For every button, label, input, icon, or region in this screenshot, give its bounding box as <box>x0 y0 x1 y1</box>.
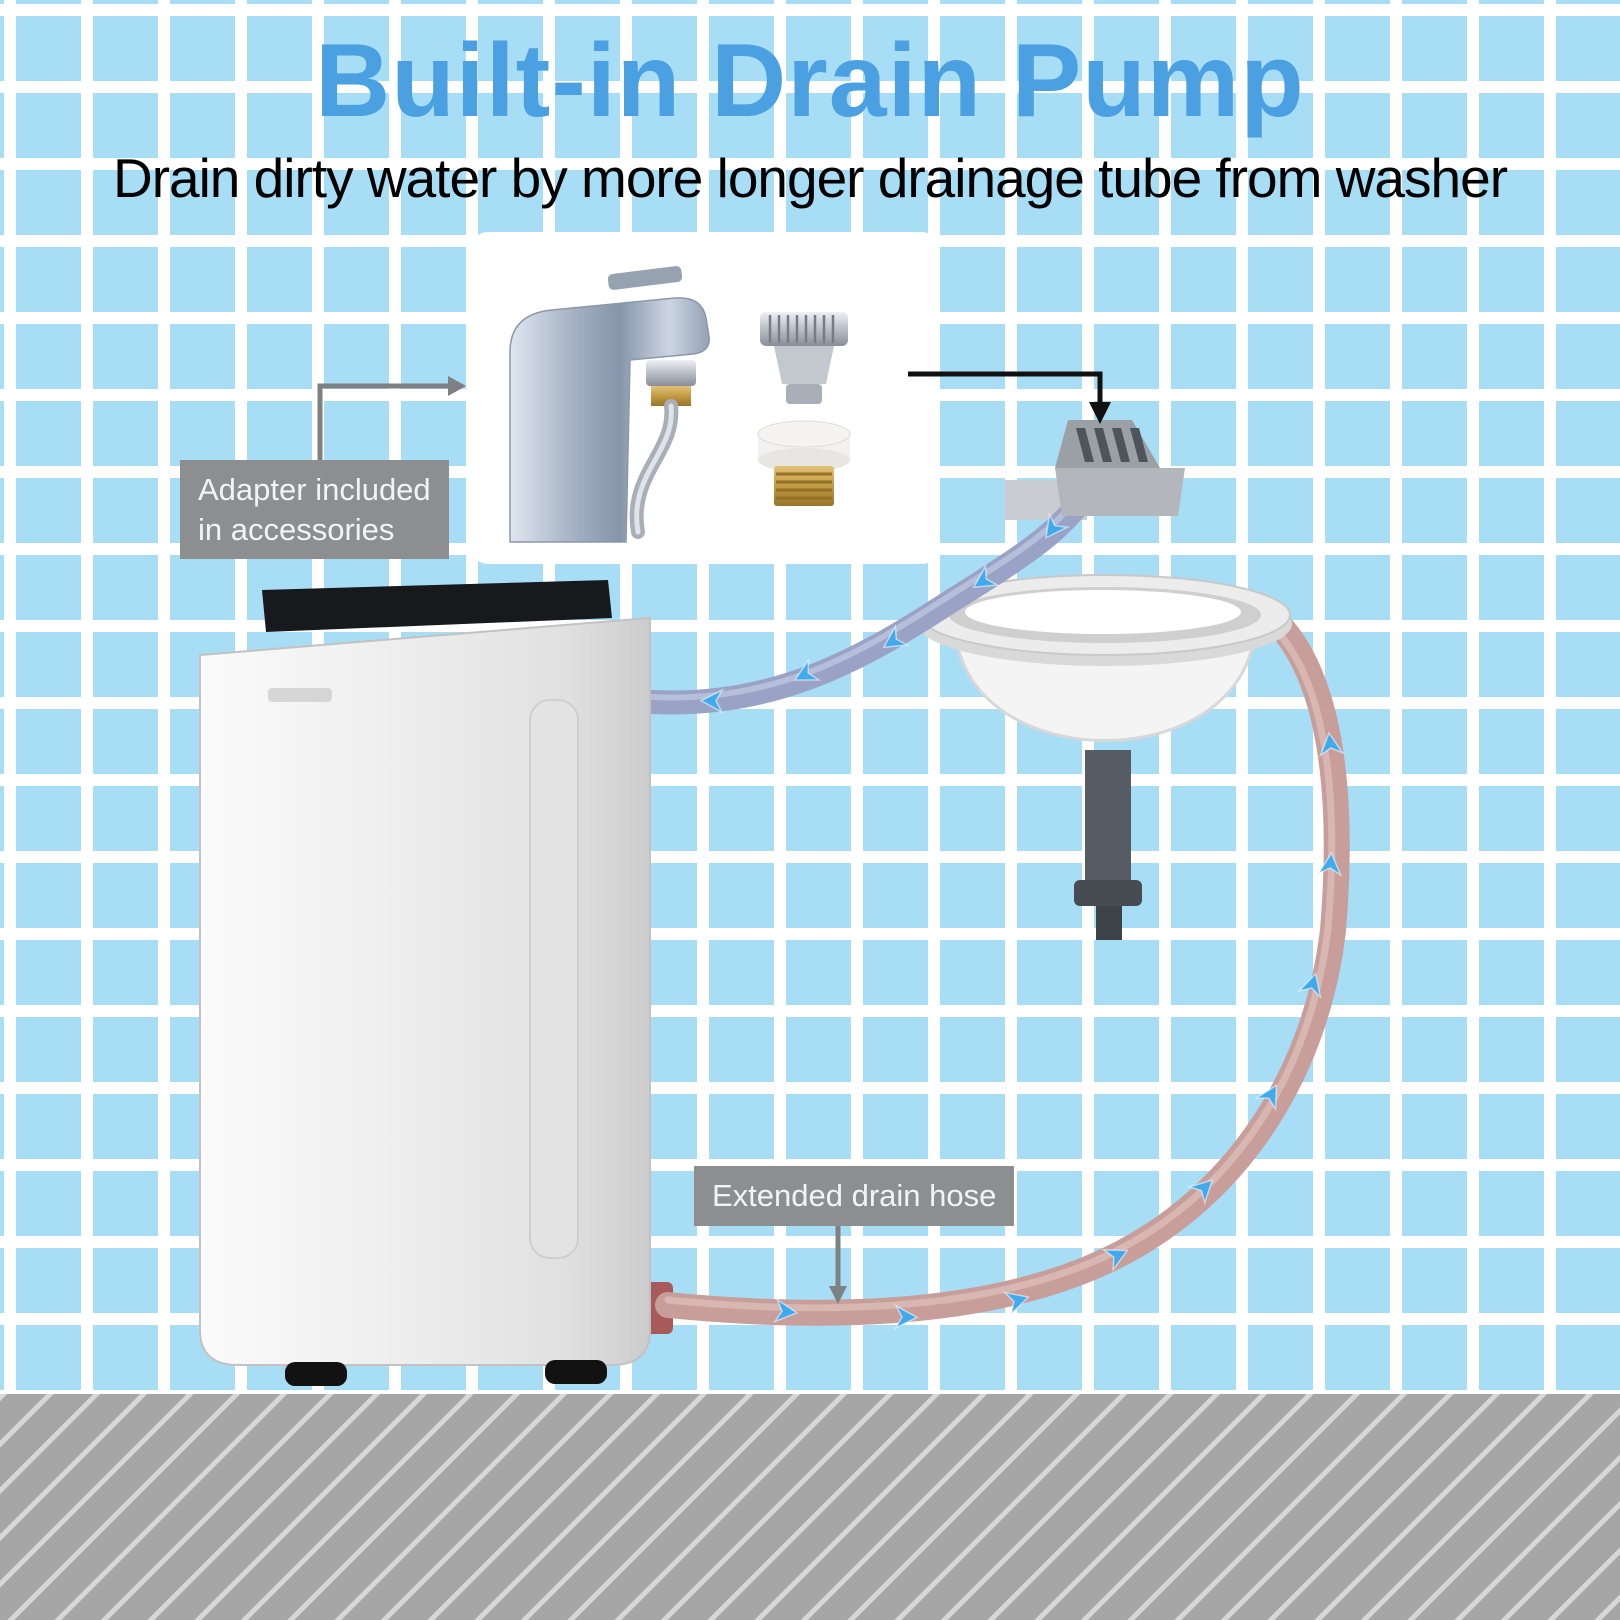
washer-body <box>199 616 651 1366</box>
sink-drain-pipe <box>1074 750 1142 940</box>
page-subtitle: Drain dirty water by more longer drainag… <box>112 147 1508 209</box>
washer-window <box>529 699 579 1259</box>
washer-lid <box>262 580 612 632</box>
faucet-icon <box>509 266 710 543</box>
pointer-arrow-black <box>908 371 1111 424</box>
brass-adapter-icon <box>757 420 851 506</box>
faucet-adapter-nut <box>646 360 696 386</box>
faucet-handle <box>607 266 683 290</box>
washing-machine <box>199 580 651 1386</box>
sink-counter <box>918 574 1292 666</box>
adapter-callout-line2: in accessories <box>198 511 395 547</box>
adapter-inset-art <box>509 266 851 543</box>
wall-drain-stub <box>1055 420 1185 516</box>
drain-hose-callout: Extended drain hose <box>694 1166 1015 1226</box>
washer-handle <box>268 688 332 702</box>
page-title: Built-in Drain Pump <box>315 23 1305 139</box>
silver-adapter-icon <box>760 312 848 404</box>
washer-foot <box>545 1360 607 1384</box>
pointer-arrow-hose <box>829 1220 847 1304</box>
adapter-callout: Adapter included in accessories <box>180 460 449 560</box>
faucet-brass-nut <box>651 386 691 406</box>
adapter-callout-line1: Adapter included <box>198 472 431 507</box>
extended-drain-hose <box>645 615 1350 1334</box>
floor <box>0 1394 1620 1620</box>
adapter-inset <box>470 232 940 564</box>
drain-hose-label: Extended drain hose <box>712 1178 997 1213</box>
pointer-arrow-adapter <box>317 376 466 460</box>
washer-foot <box>285 1362 347 1386</box>
